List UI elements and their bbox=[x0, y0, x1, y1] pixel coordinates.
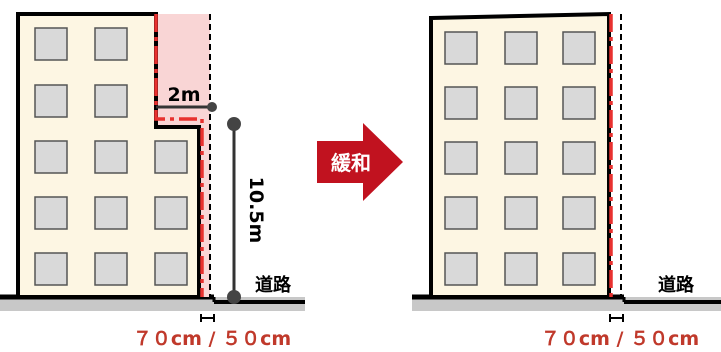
window bbox=[94, 252, 128, 286]
arrow-label: 緩和 bbox=[331, 151, 371, 175]
window bbox=[562, 196, 596, 230]
setback-dimension-end bbox=[207, 102, 217, 112]
relaxation-arrow: 緩和 bbox=[317, 123, 403, 201]
setback-label: 2m bbox=[167, 84, 200, 106]
window bbox=[34, 196, 68, 230]
right-panel: 道路 ７０cm / ５０cm bbox=[412, 11, 721, 350]
window bbox=[154, 196, 188, 230]
arrow-shape bbox=[317, 123, 403, 201]
left-setback-line bbox=[154, 14, 204, 297]
window bbox=[504, 141, 538, 175]
window bbox=[34, 27, 68, 61]
window bbox=[94, 84, 128, 118]
window bbox=[562, 252, 596, 286]
right-distance-label: ７０cm / ５０cm bbox=[541, 328, 699, 350]
window bbox=[154, 252, 188, 286]
window bbox=[34, 84, 68, 118]
right-windows bbox=[444, 31, 596, 286]
height-dimension-bottom bbox=[227, 290, 241, 304]
right-road-label: 道路 bbox=[658, 274, 695, 296]
window bbox=[444, 141, 478, 175]
window bbox=[94, 27, 128, 61]
left-road-label: 道路 bbox=[255, 274, 292, 296]
window bbox=[444, 252, 478, 286]
window bbox=[504, 252, 538, 286]
left-windows bbox=[34, 27, 188, 286]
window bbox=[154, 140, 188, 174]
height-dimension-top bbox=[227, 117, 241, 131]
window bbox=[504, 196, 538, 230]
left-panel: 2m 10.5m 道路 ７０cm / ５０cm bbox=[0, 12, 305, 350]
window bbox=[562, 86, 596, 120]
window bbox=[34, 140, 68, 174]
window bbox=[94, 140, 128, 174]
window bbox=[504, 31, 538, 65]
window bbox=[504, 86, 538, 120]
window bbox=[444, 86, 478, 120]
window bbox=[94, 196, 128, 230]
window bbox=[444, 196, 478, 230]
height-label: 10.5m bbox=[245, 177, 267, 244]
window bbox=[34, 252, 68, 286]
window bbox=[562, 141, 596, 175]
left-distance-label: ７０cm / ５０cm bbox=[133, 328, 291, 350]
window bbox=[562, 31, 596, 65]
window bbox=[444, 31, 478, 65]
